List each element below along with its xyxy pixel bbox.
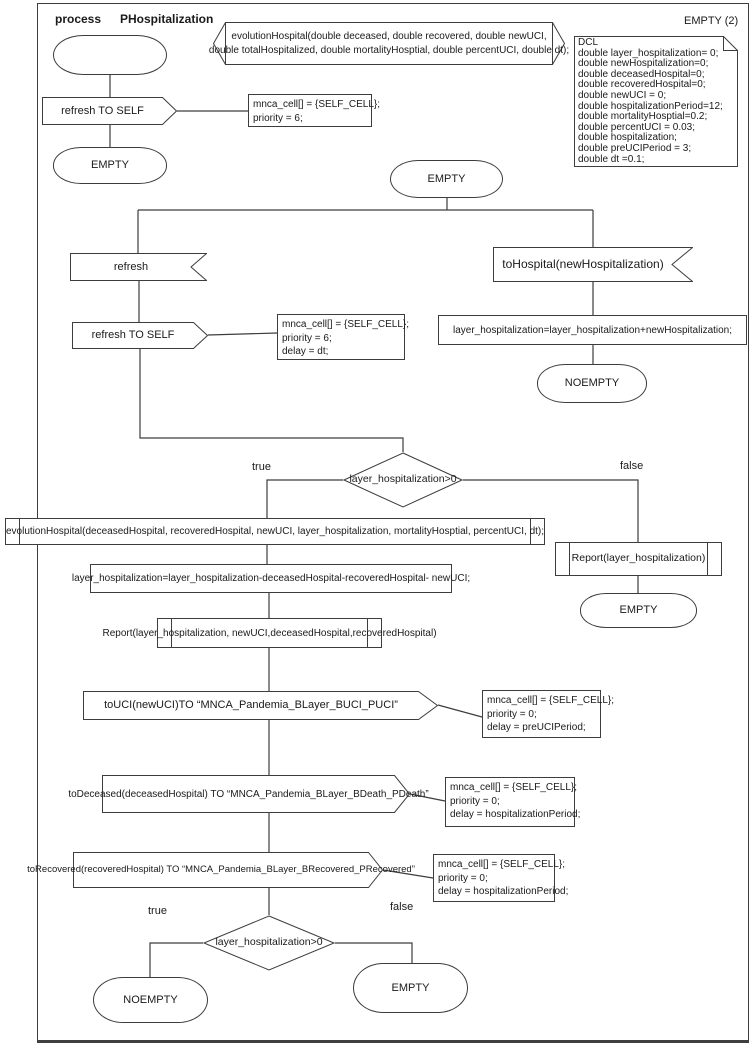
state-empty-bottom: EMPTY	[353, 963, 468, 1013]
start-state	[53, 35, 167, 75]
dcl-line: double deceasedHospital=0;	[578, 68, 705, 80]
state-label: EMPTY	[91, 159, 129, 172]
comment-line: delay = dt;	[282, 346, 329, 357]
declaration-outline-icon	[213, 22, 565, 65]
comment-note-4: mnca_cell[] = {SELF_CELL}; priority = 0;…	[445, 777, 581, 827]
output-refresh-to-self-2: refresh TO SELF	[72, 322, 208, 349]
comment-line: priority = 6;	[282, 332, 332, 344]
declaration-text: evolutionHospital(double deceased, doubl…	[209, 22, 569, 65]
dcl-text-symbol: DCL double layer_hospitalization= 0; dou…	[574, 36, 738, 167]
task-label: layer_hospitalization=layer_hospitalizat…	[71, 573, 471, 584]
state-label: EMPTY	[391, 981, 430, 994]
decision2-true-label: true	[148, 905, 167, 917]
decision-label: layer_hospitalization>0	[349, 473, 457, 486]
procedure-label: evolutionHospital(deceasedHospital, reco…	[5, 526, 545, 537]
comment-line: mnca_cell[] = {SELF_CELL};	[487, 695, 615, 706]
procedure-declaration-symbol: evolutionHospital(double deceased, doubl…	[209, 22, 569, 65]
state-empty-main: EMPTY	[390, 160, 503, 198]
state-noempty-bottom: NOEMPTY	[93, 977, 208, 1023]
input-refresh: refresh	[70, 253, 207, 281]
state-label: EMPTY	[427, 172, 466, 185]
dcl-declarations: DCL double layer_hospitalization= 0; dou…	[578, 37, 735, 165]
dcl-line: DCL	[578, 37, 599, 48]
input-label: toHospital(newHospitalization)	[502, 256, 664, 271]
state-empty-false-branch: EMPTY	[580, 593, 697, 628]
comment-line: priority = 6;	[253, 112, 303, 124]
state-label: NOEMPTY	[123, 993, 178, 1006]
procedure-call-report-full: Report(layer_hospitalization, newUCI,dec…	[102, 618, 437, 648]
task-subtract-hospitalization: layer_hospitalization=layer_hospitalizat…	[71, 564, 471, 593]
decision1-true-label: true	[252, 461, 271, 473]
process-keyword: process	[55, 12, 102, 26]
dcl-line: double newHospitalization=0;	[578, 58, 709, 70]
input-tohospital: toHospital(newHospitalization)	[493, 247, 693, 282]
declaration-line: evolutionHospital(double deceased, doubl…	[231, 30, 547, 42]
comment-line: mnca_cell[] = {SELF_CELL};	[438, 859, 566, 870]
decision-layer-hospitalization-2: layer_hospitalization>0	[203, 915, 335, 971]
comment-line: mnca_cell[] = {SELF_CELL};	[282, 319, 410, 330]
output-refresh-to-self-1: refresh TO SELF	[42, 97, 177, 125]
state-noempty-1: NOEMPTY	[537, 364, 647, 403]
procedure-call-report-short: Report(layer_hospitalization)	[555, 542, 722, 576]
output-label: toRecovered(recoveredHospital) TO “MNCA_…	[27, 863, 415, 875]
dcl-line: double hospitalizationPeriod=12;	[578, 100, 723, 112]
output-todeceased: toDeceased(deceasedHospital) TO “MNCA_Pa…	[68, 775, 429, 813]
input-label: refresh	[113, 260, 149, 273]
comment-line: delay = hospitalizationPeriod;	[438, 886, 569, 897]
comment-note-1: mnca_cell[] = {SELF_CELL}; priority = 6;	[248, 94, 381, 127]
dcl-line: double mortalityHosptial=0.2;	[578, 111, 708, 123]
dcl-line: double layer_hospitalization= 0;	[578, 47, 719, 59]
output-label: refresh TO SELF	[91, 329, 175, 342]
comment-note-3: mnca_cell[] = {SELF_CELL}; priority = 0;…	[482, 690, 615, 738]
output-touci: toUCI(newUCI)TO “MNCA_Pandemia_BLayer_BU…	[83, 691, 438, 720]
procedure-call-evolutionhospital: evolutionHospital(deceasedHospital, reco…	[5, 518, 545, 545]
comment-note-5: mnca_cell[] = {SELF_CELL}; priority = 0;…	[433, 854, 569, 902]
comment-line: priority = 0;	[450, 795, 500, 807]
output-label: toUCI(newUCI)TO “MNCA_Pandemia_BLayer_BU…	[104, 699, 398, 712]
dcl-line: double dt =0.1;	[578, 153, 645, 165]
state-label: EMPTY	[619, 604, 658, 617]
procedure-label: Report(layer_hospitalization, newUCI,dec…	[102, 627, 437, 639]
task-label: layer_hospitalization=layer_hospitalizat…	[452, 324, 733, 336]
comment-line: delay = preUCIPeriod;	[487, 722, 586, 733]
dcl-line: double preUCIPeriod = 3;	[578, 142, 692, 154]
frame-state-label: EMPTY (2)	[684, 15, 739, 27]
state-empty-1: EMPTY	[53, 147, 167, 184]
decision-layer-hospitalization-1: layer_hospitalization>0	[343, 452, 463, 508]
state-label: NOEMPTY	[564, 377, 620, 390]
comment-line: priority = 0;	[487, 708, 537, 720]
comment-line: priority = 0;	[438, 872, 488, 884]
dcl-line: double recoveredHospital=0;	[578, 79, 706, 91]
output-torecovered: toRecovered(recoveredHospital) TO “MNCA_…	[27, 852, 415, 888]
comment-line: delay = hospitalizationPeriod;	[450, 809, 581, 820]
dcl-line: double newUCI = 0;	[578, 89, 667, 101]
output-label: refresh TO SELF	[61, 104, 144, 117]
decision2-false-label: false	[390, 901, 414, 913]
task-add-hospitalization: layer_hospitalization=layer_hospitalizat…	[438, 315, 747, 345]
decision-label: layer_hospitalization>0	[215, 936, 323, 949]
comment-note-2: mnca_cell[] = {SELF_CELL}; priority = 6;…	[277, 314, 410, 360]
comment-line: mnca_cell[] = {SELF_CELL};	[450, 782, 578, 793]
output-label: toDeceased(deceasedHospital) TO “MNCA_Pa…	[68, 788, 429, 800]
declaration-line: double totalHospitalized, double mortali…	[208, 44, 570, 56]
procedure-label: Report(layer_hospitalization)	[571, 552, 706, 565]
process-name: PHospitalization	[120, 12, 214, 26]
decision1-false-label: false	[620, 460, 644, 472]
comment-line: mnca_cell[] = {SELF_CELL};	[253, 99, 381, 110]
